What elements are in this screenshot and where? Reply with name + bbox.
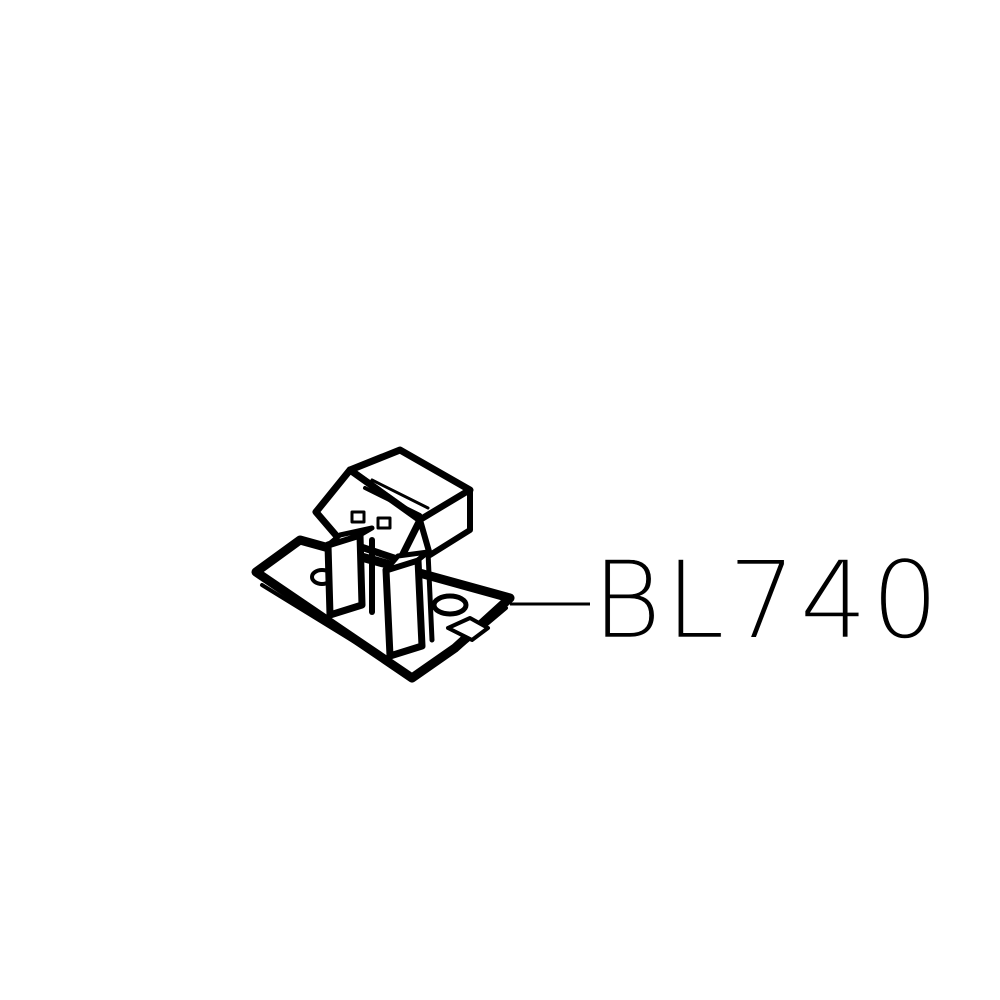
left-post-top — [325, 525, 375, 548]
mounting-hole-right — [431, 593, 469, 617]
connector-slot-1 — [350, 510, 366, 524]
base-plate-right-edge — [410, 606, 508, 680]
connector-ridge-2 — [370, 478, 430, 510]
right-post-side-edge — [425, 549, 435, 643]
connector-ridge-1 — [363, 486, 422, 517]
mounting-tab-right — [446, 616, 490, 642]
right-post — [382, 556, 426, 660]
base-plate-edge — [260, 583, 412, 678]
left-post — [324, 531, 366, 619]
connector-front — [417, 487, 473, 558]
connector-slot-2 — [376, 516, 392, 530]
part-number-label: BL740 — [592, 539, 943, 662]
